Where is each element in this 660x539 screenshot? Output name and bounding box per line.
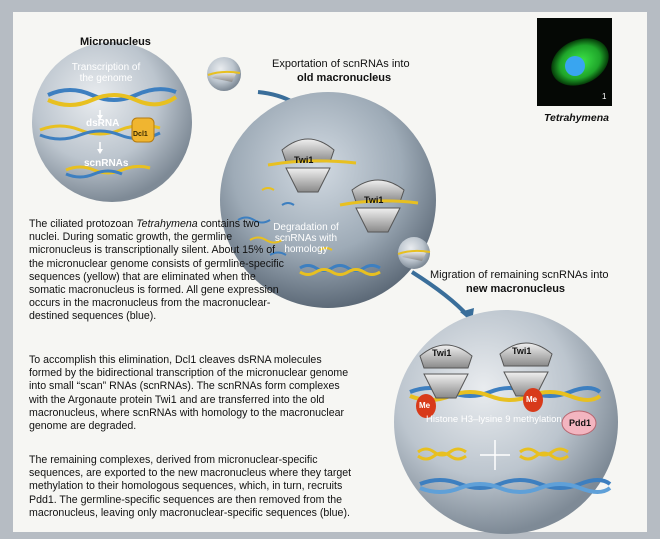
twi1-label-old-1: Twi1 — [294, 155, 314, 165]
twi1-label-new-1: Twi1 — [432, 348, 452, 358]
description-paragraph-3: The remaining complexes, derived from mi… — [29, 454, 352, 519]
methyl-mark-1 — [416, 394, 436, 418]
tetrahymena-macronucleus — [565, 56, 585, 76]
micronucleus-sphere — [32, 42, 192, 202]
micronucleus-title: Micronucleus — [80, 36, 151, 48]
transcription-label: Transcription of the genome — [71, 62, 141, 84]
description-paragraph-1: The ciliated protozoan Tetrahymena conta… — [29, 218, 284, 324]
dcl1-protein — [131, 117, 155, 143]
old-macro-fragments — [237, 187, 381, 276]
pdd1-label: Pdd1 — [569, 418, 592, 428]
migration-label-line1: Migration of remaining scnRNAs into — [430, 269, 609, 281]
p1-prefix: The ciliated protozoan — [29, 218, 137, 230]
dsrna-label: dsRNA — [86, 118, 120, 129]
photo-caption: Tetrahymena — [544, 112, 609, 124]
pdd1-protein — [561, 410, 597, 436]
histone-label: Histone H3–lysine 9 methylation — [426, 414, 562, 425]
twi1-complex-old-1 — [267, 138, 357, 193]
twi1-complex-new-1 — [419, 344, 473, 399]
migration-label-line2: new macronucleus — [466, 283, 566, 295]
description-paragraph-2: To accomplish this elimination, Dcl1 cle… — [29, 354, 349, 433]
photo-number: 1 — [602, 92, 607, 101]
export-label-line2: old macronucleus — [297, 72, 392, 84]
twi1-complex-old-2 — [339, 179, 419, 233]
twi1-label-new-2: Twi1 — [512, 346, 532, 356]
export-label-line1: Exportation of scnRNAs into — [272, 58, 410, 70]
me-label-1: Me — [419, 401, 431, 410]
degradation-label: Degradation of scnRNAs with homology — [273, 222, 339, 255]
p1-body: contains two nuclei. During somatic grow… — [29, 218, 284, 323]
methyl-mark-2 — [523, 388, 543, 412]
me-label-2: Me — [526, 395, 538, 404]
twi1-label-old-2: Twi1 — [364, 195, 384, 205]
micronucleus-dna — [39, 87, 178, 179]
dcl1-label: Dcl1 — [133, 131, 148, 138]
p1-organism: Tetrahymena — [136, 218, 198, 230]
scnrnas-label: scnRNAs — [84, 158, 129, 169]
